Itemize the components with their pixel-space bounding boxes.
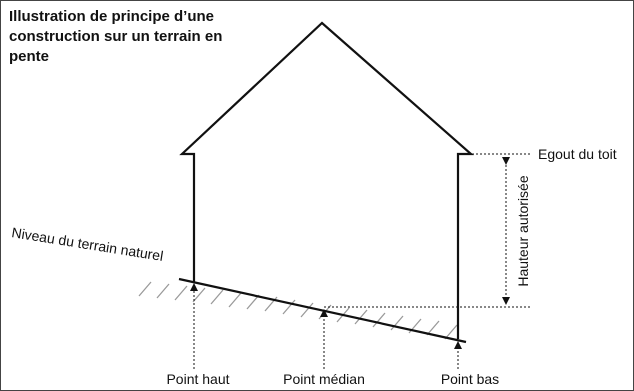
point-haut-label: Point haut	[166, 371, 229, 387]
ground-hatching	[138, 281, 458, 340]
house-outline	[179, 21, 474, 339]
point-bas-label: Point bas	[441, 371, 499, 387]
diagram-title: Illustration de principe d’une construct…	[9, 7, 279, 67]
title-line-2: construction sur un terrain en	[9, 28, 223, 45]
point-median-label: Point médian	[283, 371, 365, 387]
terrain-label: Niveau du terrain naturel	[11, 224, 165, 264]
ground-line	[178, 277, 467, 344]
title-line-3: pente	[9, 48, 50, 65]
title-line-1: Illustration de principe d’une	[9, 8, 215, 25]
hauteur-label: Hauteur autorisée	[515, 175, 531, 287]
reference-lines	[324, 153, 531, 308]
egout-label: Egout du toit	[538, 146, 617, 162]
